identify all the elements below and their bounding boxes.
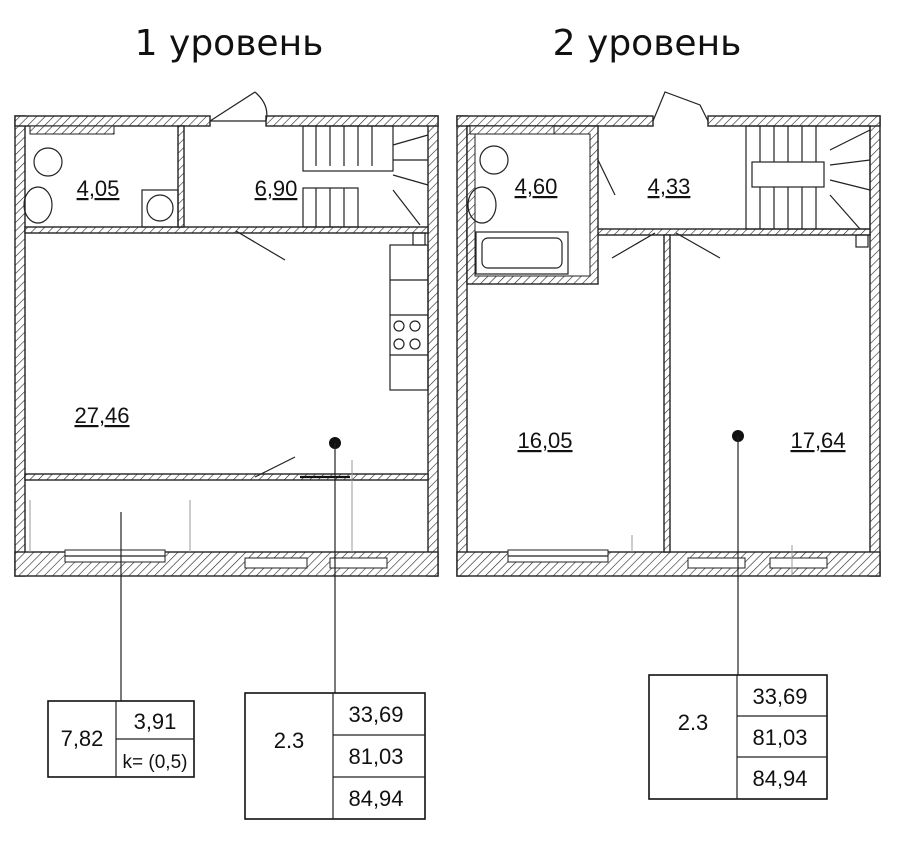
- kitchen-counter: [389, 244, 429, 391]
- toilet-icon-2: [467, 186, 497, 224]
- balcony-total: 7,82: [61, 726, 104, 751]
- window-2: [244, 557, 308, 569]
- level-1-plan: 4,05 6,90 27,46: [14, 91, 439, 701]
- hob-icon: [393, 320, 405, 332]
- total-area-with-balcony-2: 84,94: [752, 766, 807, 791]
- room-area-hall: 6,90: [255, 176, 298, 201]
- total-area: 81,03: [348, 744, 403, 769]
- staircase-2: [745, 125, 871, 230]
- window-2-2: [687, 557, 746, 569]
- window-3: [329, 557, 388, 569]
- sink-icon: [33, 147, 63, 177]
- wall-left-2: [456, 115, 468, 577]
- room-area-bathroom: 4,05: [77, 176, 120, 201]
- summary-box-level-2: 2.3 33,69 81,03 84,94: [648, 674, 828, 800]
- bedroom-door-1: [611, 232, 656, 259]
- room-area-bedroom-2: 17,64: [790, 428, 845, 453]
- bathroom-door-2: [597, 159, 616, 196]
- wall-bathroom: [177, 125, 185, 228]
- wall-top-left: [14, 115, 211, 127]
- washer-icon: [141, 189, 179, 228]
- level-2-plan: 4,60 4,33 16,05 17,64: [456, 91, 881, 675]
- living-area: 33,69: [348, 702, 403, 727]
- living-area-2: 33,69: [752, 684, 807, 709]
- bathtub-icon: [475, 231, 569, 275]
- staircase: [302, 125, 429, 228]
- summary-box-level-1: 2.3 33,69 81,03 84,94: [244, 692, 426, 820]
- total-area-with-balcony: 84,94: [348, 786, 403, 811]
- room-area-living: 27,46: [74, 403, 129, 428]
- window-2-3: [769, 557, 828, 569]
- kitchen-door: [235, 230, 286, 261]
- room-area-hall-2: 4,33: [648, 174, 691, 199]
- wall-bedroom-divider: [663, 234, 671, 553]
- balcony-area-box: 7,82 3,91 k= (0,5): [47, 700, 195, 778]
- level-2-title: 2 уровень: [553, 23, 742, 64]
- entry-door-2: [652, 91, 709, 122]
- apartment-code: 2.3: [274, 728, 305, 753]
- room-area-bathroom-2: 4,60: [515, 174, 558, 199]
- wall-top-right: [265, 115, 439, 127]
- balcony-door: [254, 456, 296, 478]
- balcony-reduced: 3,91: [134, 709, 177, 734]
- apartment-code-2: 2.3: [678, 710, 709, 735]
- balcony-divider: [24, 473, 429, 481]
- sink-icon-2: [479, 145, 509, 175]
- total-area-2: 81,03: [752, 725, 807, 750]
- bedroom-door-2: [675, 232, 721, 259]
- room-area-bedroom-1: 16,05: [517, 428, 572, 453]
- wall-right: [427, 115, 439, 577]
- wall-top-right-2: [707, 115, 881, 127]
- wall-right-2: [869, 115, 881, 577]
- toilet-icon: [23, 186, 53, 224]
- wall-interior-horizontal: [24, 226, 429, 234]
- wall-left: [14, 115, 26, 577]
- entry-door: [209, 91, 268, 122]
- duct: [29, 125, 115, 135]
- balcony-coefficient: k= (0,5): [123, 752, 188, 773]
- wall-top-left-2: [456, 115, 654, 127]
- level-1-title: 1 уровень: [135, 23, 324, 64]
